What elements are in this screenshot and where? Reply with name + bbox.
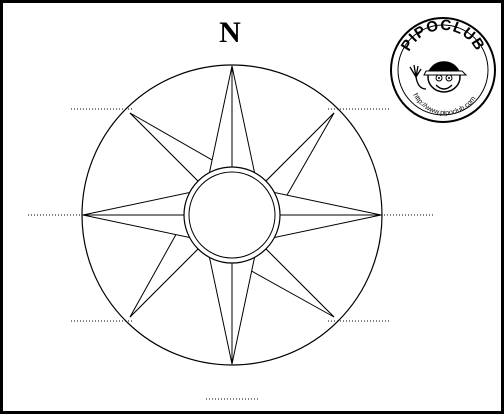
pipoclub-logo: PIPOCLUB http://www.pipoclub.com [388, 15, 498, 125]
compass-center-ring-inner [189, 172, 275, 258]
